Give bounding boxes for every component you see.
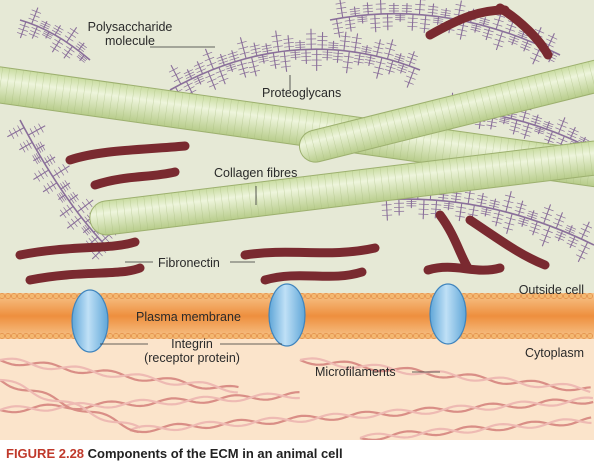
integrin-protein [429, 283, 467, 345]
integrin-protein [71, 289, 109, 353]
microfilaments-label: Microfilaments [315, 365, 396, 379]
proteoglycan [16, 7, 91, 63]
collagen-fibre [299, 50, 594, 163]
microfilament [0, 357, 239, 394]
microfilaments [0, 357, 594, 440]
collagen-fibre [0, 66, 594, 188]
microfilament [0, 391, 300, 414]
fibronectin-strands [15, 3, 553, 285]
microfilament [299, 357, 591, 394]
leader-lines [100, 46, 440, 373]
outside-cell-label: Outside cell [518, 283, 584, 297]
fibronectin-strand [260, 267, 367, 285]
proteoglycans-label: Proteoglycans [262, 86, 342, 100]
proteoglycan [168, 28, 421, 106]
caption-text: Components of the ECM in an animal cell [87, 446, 343, 461]
plasma-membrane-label: Plasma membrane [136, 310, 241, 324]
fibronectin-strand [465, 215, 550, 270]
fibronectin-strand [435, 210, 473, 273]
fibronectin-strand [15, 237, 140, 260]
polysaccharide-label-line2: molecule [104, 34, 156, 48]
microfilament [359, 416, 592, 440]
integrin-label-line1: Integrin [171, 337, 213, 351]
integrin-label-line2: (receptor protein) [144, 351, 240, 365]
ecm-diagram [0, 0, 594, 440]
microfilament [0, 378, 141, 434]
cytoplasm-label: Cytoplasm [524, 346, 584, 360]
collagen-fibre [89, 138, 594, 236]
caption-number: FIGURE 2.28 [6, 446, 85, 461]
fibronectin-strand [90, 167, 180, 190]
polysaccharide-label: Polysaccharide molecule [80, 20, 180, 48]
collagen-fibres-label: Collagen fibres [214, 166, 298, 180]
microfilament [129, 396, 594, 434]
fibronectin-label: Fibronectin [158, 256, 220, 270]
fibronectin-strand [25, 263, 145, 285]
integrin-protein [268, 283, 306, 347]
polysaccharide-label-line1: Polysaccharide [87, 20, 173, 34]
fibronectin-strand [65, 141, 190, 165]
fibronectin-strand [240, 243, 380, 260]
collagen-fibres [0, 50, 594, 236]
figure-caption: FIGURE 2.28 Components of the ECM in an … [6, 446, 343, 461]
fibronectin-strand [495, 3, 553, 60]
integrins [71, 283, 467, 353]
integrin-label: Integrin (receptor protein) [132, 337, 252, 365]
